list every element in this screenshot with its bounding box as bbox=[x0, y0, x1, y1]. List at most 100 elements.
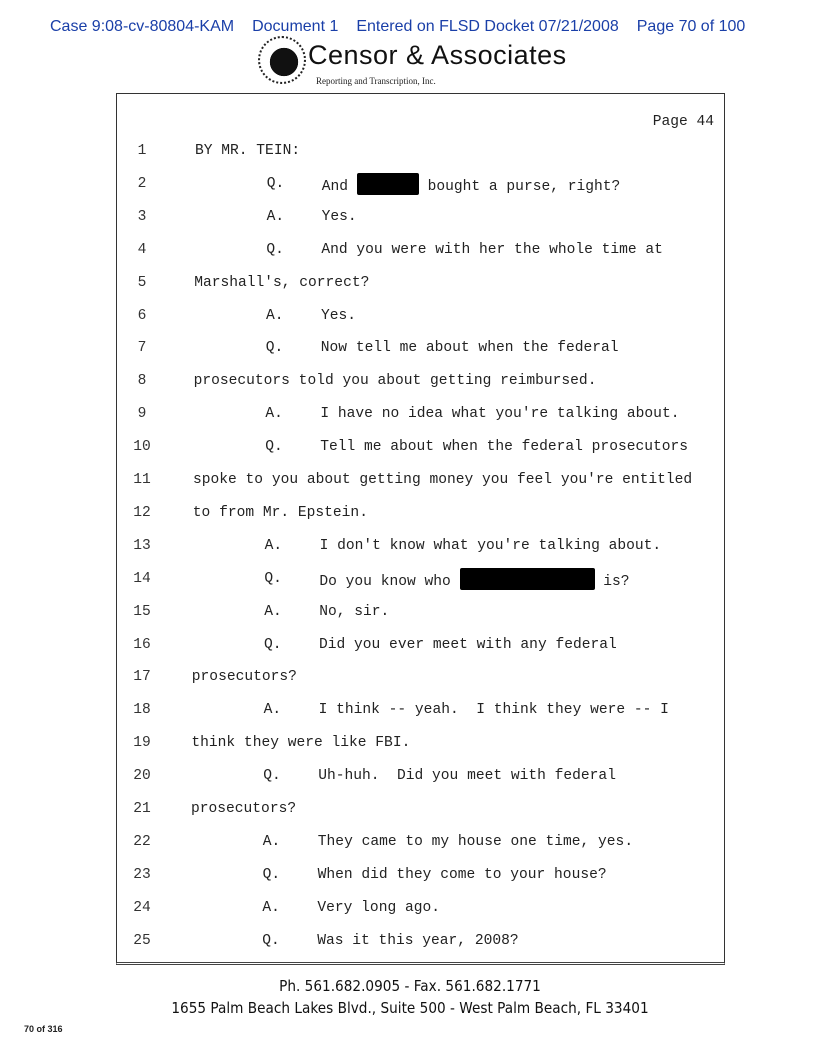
transcript-line: 15 A. No, sir. bbox=[117, 601, 717, 623]
transcript-line: 20 Q. Uh-huh. Did you meet with federal bbox=[117, 765, 717, 787]
speaker-label: Q. bbox=[262, 866, 281, 883]
line-number: 25 bbox=[133, 932, 151, 949]
transcript-line: 1 BY MR. TEIN: bbox=[117, 140, 717, 162]
line-text: prosecutors? bbox=[191, 801, 297, 817]
line-text: No, sir. bbox=[319, 603, 390, 620]
line-number: 10 bbox=[133, 439, 151, 456]
line-number: 2 bbox=[137, 175, 147, 192]
speaker-label: Q. bbox=[266, 175, 285, 192]
transcript-line: 19 think they were like FBI. bbox=[117, 732, 717, 754]
line-number: 23 bbox=[133, 866, 151, 883]
line-number: 20 bbox=[133, 768, 151, 785]
speaker-label: A. bbox=[264, 603, 282, 620]
line-number: 19 bbox=[133, 735, 151, 752]
transcript-line: 14 Q. Do you know who is? bbox=[117, 567, 717, 593]
line-text: spoke to you about getting money you fee… bbox=[193, 472, 693, 488]
speaker-label: A. bbox=[263, 702, 282, 719]
transcript-line: 25 Q. Was it this year, 2008? bbox=[117, 930, 717, 952]
line-text: Uh-huh. Did you meet with federal bbox=[318, 768, 616, 785]
speaker-label: Q. bbox=[264, 636, 282, 653]
redaction-box bbox=[356, 172, 419, 195]
transcript-line: 24 A. Very long ago. bbox=[117, 897, 717, 919]
footer-phone: Ph. 561.682.0905 - Fax. 561.682.1771 bbox=[279, 977, 541, 995]
line-text: I don't know what you're talking about. bbox=[319, 537, 662, 554]
line-number: 18 bbox=[133, 702, 151, 719]
line-text: Now tell me about when the federal bbox=[320, 340, 619, 357]
speaker-label: Q. bbox=[265, 340, 284, 357]
line-number: 9 bbox=[137, 406, 147, 423]
speaker-label: Q. bbox=[263, 768, 281, 785]
line-text: Yes. bbox=[321, 307, 357, 324]
page-of-total: Page 70 of 100 bbox=[636, 18, 746, 35]
speaker-label: A. bbox=[266, 208, 285, 225]
case-number: Case 9:08-cv-80804-KAM bbox=[50, 18, 235, 35]
transcript-page-number: Page 44 bbox=[652, 114, 714, 130]
redaction-box bbox=[459, 567, 595, 590]
line-number: 24 bbox=[133, 899, 151, 916]
line-number: 6 bbox=[137, 307, 147, 324]
line-number: 22 bbox=[133, 833, 151, 850]
line-text: Marshall's, correct? bbox=[194, 274, 370, 291]
speaker-label: Q. bbox=[262, 932, 280, 949]
line-number: 11 bbox=[133, 472, 151, 488]
line-text: Very long ago. bbox=[317, 899, 440, 916]
line-text: Do you know who is? bbox=[319, 567, 630, 593]
footer-address: 1655 Palm Beach Lakes Blvd., Suite 500 -… bbox=[171, 999, 649, 1017]
transcript-line: 8 prosecutors told you about getting reim… bbox=[117, 370, 717, 392]
speaker-label: Q. bbox=[265, 439, 283, 456]
line-number: 8 bbox=[137, 373, 147, 390]
transcript-line: 6 A. Yes. bbox=[117, 305, 717, 327]
transcript-line: 9 A. I have no idea what you're talking ab… bbox=[117, 403, 717, 425]
line-number: 21 bbox=[133, 801, 151, 817]
speaker-label: A. bbox=[266, 307, 284, 324]
line-text: Tell me about when the federal prosecuto… bbox=[320, 439, 689, 456]
speaker-label: A. bbox=[262, 833, 281, 850]
speaker-label: A. bbox=[264, 537, 283, 554]
transcript-line: 5 Marshall's, correct? bbox=[117, 272, 717, 294]
transcript-line: 3 A. Yes. bbox=[117, 206, 717, 228]
speaker-label: A. bbox=[265, 406, 283, 423]
line-text: And bought a purse, right? bbox=[322, 172, 620, 198]
logo-name: Censor & Associates bbox=[308, 40, 567, 70]
transcript-line: 13 A. I don't know what you're talking abo… bbox=[117, 535, 717, 557]
line-number: 7 bbox=[137, 340, 147, 357]
line-number: 13 bbox=[133, 537, 151, 554]
line-text: I think -- yeah. I think they were -- I bbox=[318, 702, 669, 719]
speaker-label: Q. bbox=[264, 570, 282, 587]
docket-entry: Entered on FLSD Docket 07/21/2008 bbox=[356, 18, 619, 35]
transcript-line: 7 Q. Now tell me about when the federal bbox=[117, 337, 717, 359]
line-text: prosecutors told you about getting reimb… bbox=[193, 373, 597, 390]
line-text: prosecutors? bbox=[191, 669, 297, 686]
line-number: 5 bbox=[137, 274, 147, 291]
line-number: 16 bbox=[133, 636, 151, 653]
line-text: Yes. bbox=[321, 208, 357, 225]
line-text: to from Mr. Epstein. bbox=[192, 504, 368, 521]
line-text: BY MR. TEIN: bbox=[195, 143, 301, 159]
line-number: 4 bbox=[137, 241, 147, 258]
line-number: 15 bbox=[133, 603, 151, 620]
speaker-label: Q. bbox=[266, 241, 284, 258]
line-text: think they were like FBI. bbox=[191, 735, 411, 752]
line-text: I have no idea what you're talking about… bbox=[320, 406, 680, 423]
transcript-line: 16 Q. Did you ever meet with any federal bbox=[117, 634, 717, 656]
company-logo: Censor & Associates Reporting and Transc… bbox=[256, 36, 566, 90]
transcript-line: 18 A. I think -- yeah. I think they were -… bbox=[117, 699, 717, 721]
line-text: Was it this year, 2008? bbox=[317, 932, 519, 949]
line-number: 14 bbox=[133, 570, 151, 587]
pdf-page-count: 70 of 316 bbox=[24, 1024, 63, 1034]
logo-subtitle: Reporting and Transcription, Inc. bbox=[316, 76, 436, 86]
transcript-line: 10 Q. Tell me about when the federal prose… bbox=[117, 436, 717, 458]
line-number: 3 bbox=[137, 208, 147, 225]
transcript-line: 2 Q. And bought a purse, right? bbox=[117, 172, 717, 198]
line-text: When did they come to your house? bbox=[317, 866, 607, 883]
line-number: 1 bbox=[137, 143, 147, 159]
sun-logo-icon bbox=[258, 36, 306, 84]
speaker-label: A. bbox=[262, 899, 280, 916]
line-text: Did you ever meet with any federal bbox=[319, 636, 617, 653]
